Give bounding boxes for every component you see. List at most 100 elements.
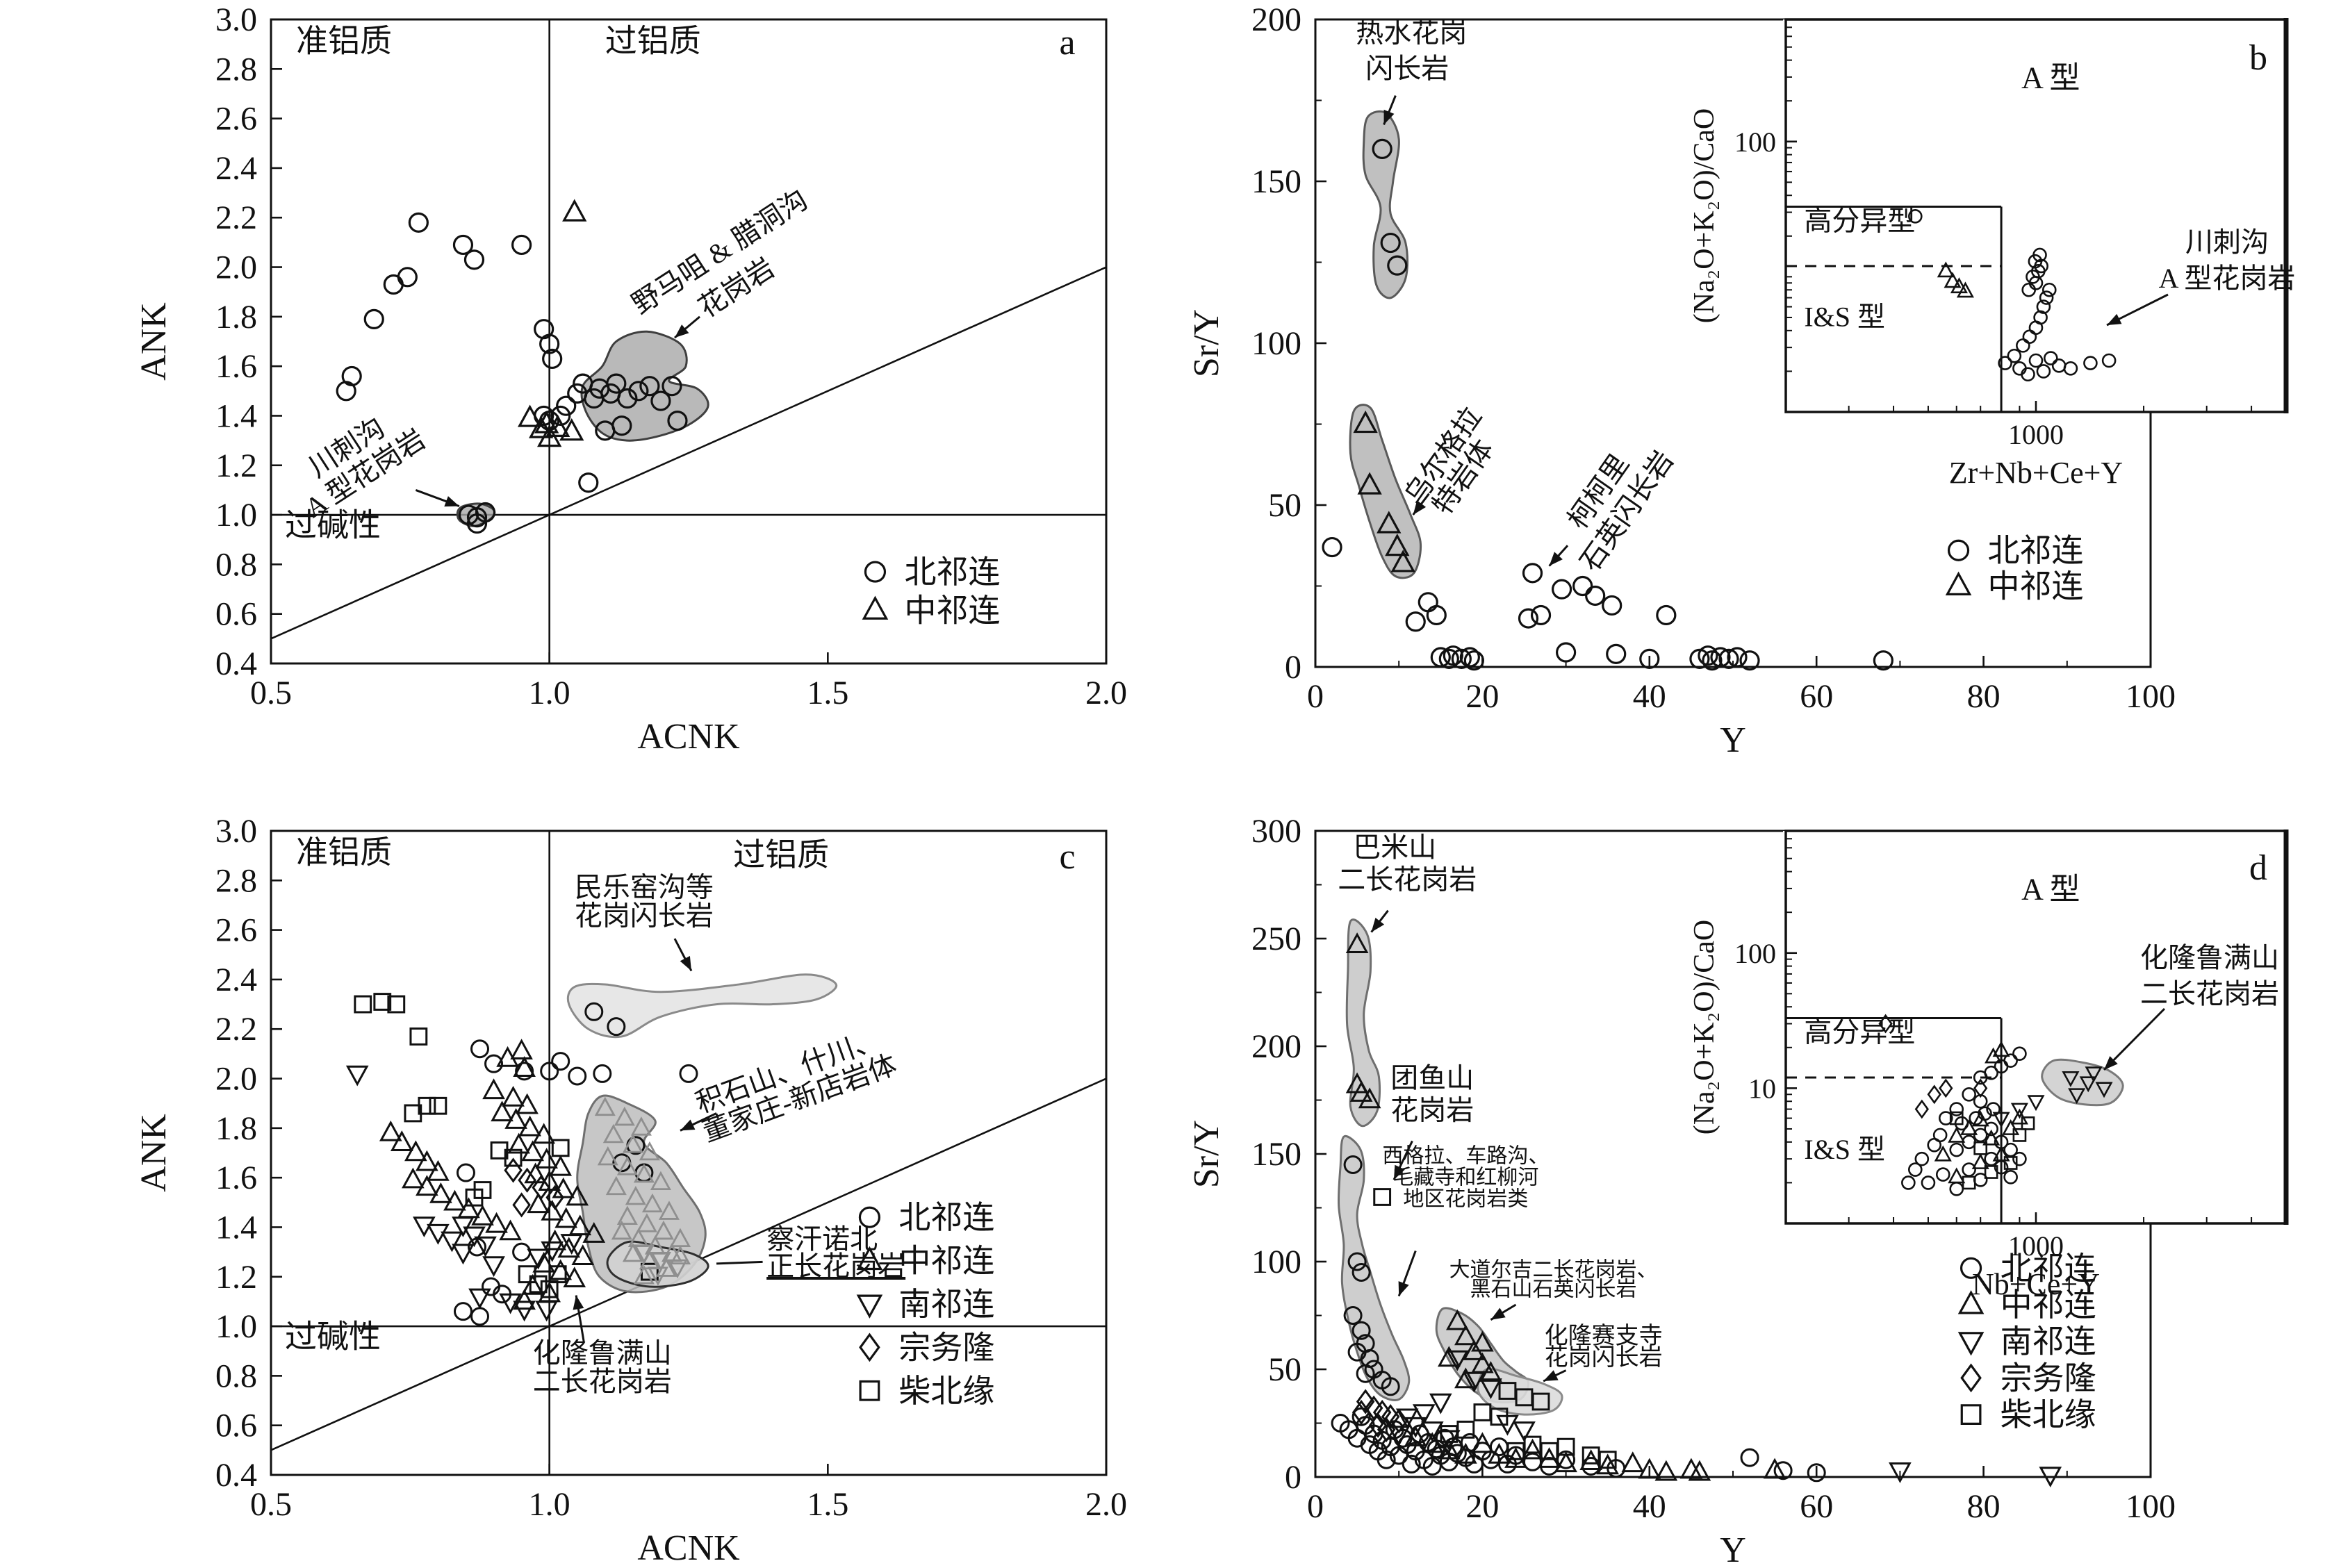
data-point-triangle xyxy=(427,1160,450,1181)
data-point-square xyxy=(387,995,406,1014)
data-point-triangle xyxy=(630,1116,652,1136)
data-point-circle xyxy=(2021,282,2037,297)
data-point-circle xyxy=(1702,650,1723,671)
data-point-square xyxy=(551,1139,570,1157)
inset-series-triangle xyxy=(1934,1041,2028,1184)
data-point-triangle-down xyxy=(527,1248,550,1270)
data-point-circle xyxy=(511,234,532,256)
x-tick-label: 0 xyxy=(1307,1488,1324,1525)
data-point-circle xyxy=(463,249,485,270)
data-point-square xyxy=(1490,1408,1509,1426)
data-point-triangle xyxy=(559,418,584,441)
y-tick-label: 0 xyxy=(1285,649,1301,686)
data-point-circle xyxy=(1984,1151,1998,1166)
chart-label: 1000 xyxy=(2008,1230,2064,1262)
data-point-triangle xyxy=(504,1108,527,1129)
annotation-arrowhead xyxy=(573,1295,584,1310)
legend-label: 北祁连 xyxy=(898,1200,994,1235)
x-tick-label: 1.5 xyxy=(807,675,848,711)
x-tick-label: 2.0 xyxy=(1085,1486,1127,1523)
y-tick-label: 200 xyxy=(1251,1028,1301,1065)
data-point-circle xyxy=(1343,1155,1363,1174)
inset-annotation: 化隆鲁满山 xyxy=(2140,942,2279,973)
data-point-triangle xyxy=(1349,1081,1373,1102)
x-tick-label: 40 xyxy=(1633,1488,1666,1525)
inset-background xyxy=(1783,831,2289,1223)
data-point-triangle-down xyxy=(452,1216,475,1238)
data-point-circle xyxy=(639,376,660,397)
data-point-circle xyxy=(470,1307,489,1326)
data-point-circle xyxy=(667,410,688,431)
annotation-arrowhead xyxy=(674,324,689,338)
inset-y-axis-label: (Na₂O+K₂O)/CaO xyxy=(1689,108,1720,324)
y-axis-label: ANK xyxy=(134,1114,174,1192)
data-point-circle xyxy=(611,415,632,436)
legend-label: 北祁连 xyxy=(1988,533,2084,568)
field-blob xyxy=(1362,110,1409,299)
y-tick-label: 0.4 xyxy=(215,645,257,682)
data-point-circle xyxy=(2039,290,2054,305)
x-tick-label: 0.5 xyxy=(250,675,292,711)
series-triangle xyxy=(594,1096,691,1285)
data-point-triangle xyxy=(1982,1129,2001,1146)
legend-label: 柴北缘 xyxy=(2001,1397,2096,1433)
data-point-square xyxy=(529,1275,548,1294)
data-point-circle xyxy=(1602,595,1622,616)
data-point-circle xyxy=(1372,138,1392,159)
data-point-circle xyxy=(1656,604,1677,626)
data-point-triangle xyxy=(597,1146,618,1166)
data-point-triangle xyxy=(856,1246,883,1271)
data-point-triangle xyxy=(614,1106,635,1126)
data-point-circle xyxy=(1949,1102,1964,1116)
data-point-circle xyxy=(1947,539,1970,561)
y-tick-label: 2.4 xyxy=(215,150,257,187)
data-point-triangle xyxy=(1621,1451,1645,1473)
data-point-triangle-down xyxy=(633,1244,655,1264)
data-point-triangle-down xyxy=(2010,1103,2028,1119)
y-tick-label: 2.4 xyxy=(215,962,257,998)
data-point-triangle-down xyxy=(2068,1088,2086,1105)
data-point-triangle-down xyxy=(1429,1393,1452,1414)
data-point-triangle xyxy=(639,1141,660,1161)
data-point-triangle-down xyxy=(560,1234,584,1255)
data-point-circle xyxy=(1698,645,1718,666)
data-point-triangle xyxy=(1944,272,1962,288)
data-point-triangle-down xyxy=(535,1301,558,1322)
data-point-triangle xyxy=(532,1251,555,1273)
data-point-triangle-down xyxy=(427,1223,450,1245)
y-tick-label: 150 xyxy=(1251,1136,1301,1173)
data-point-circle xyxy=(2003,1142,2018,1157)
data-point-triangle-down xyxy=(2079,1076,2097,1093)
data-point-circle xyxy=(456,1163,475,1182)
legend-label: 中祁连 xyxy=(904,593,1000,628)
x-tick-label: 20 xyxy=(1465,1488,1499,1525)
inset-annotation: 川刺沟 xyxy=(2185,226,2269,258)
data-point-circle xyxy=(470,1039,489,1059)
data-point-triangle xyxy=(616,1156,638,1175)
data-point-diamond xyxy=(1377,1417,1396,1442)
x-tick-label: 60 xyxy=(1800,1488,1833,1525)
chart-label: 100 xyxy=(1734,938,1776,969)
data-point-square xyxy=(859,1380,880,1401)
annotation: 二长花岗岩 xyxy=(1338,864,1477,896)
data-point-triangle xyxy=(1937,261,1955,278)
data-point-circle xyxy=(1426,604,1447,626)
data-point-triangle-down xyxy=(1957,1332,1985,1356)
y-tick-label: 1.0 xyxy=(215,497,257,534)
data-point-circle xyxy=(1464,1454,1484,1474)
data-point-circle xyxy=(1572,575,1593,597)
data-point-triangle-down xyxy=(345,1065,369,1087)
data-point-triangle xyxy=(1992,1041,2010,1057)
inset-annotation: I&S 型 xyxy=(1804,1134,1885,1165)
data-point-circle xyxy=(662,376,682,397)
series-square xyxy=(354,993,659,1298)
y-tick-label: 100 xyxy=(1251,1244,1301,1280)
data-point-triangle xyxy=(532,1123,555,1144)
data-point-square xyxy=(1506,1442,1525,1460)
data-point-triangle xyxy=(1454,1324,1477,1346)
y-tick-label: 3.0 xyxy=(215,813,257,850)
data-point-triangle xyxy=(516,1093,539,1114)
legend-label: 北祁连 xyxy=(2001,1251,2096,1286)
annotation: 团鱼山 xyxy=(1390,1062,1474,1094)
